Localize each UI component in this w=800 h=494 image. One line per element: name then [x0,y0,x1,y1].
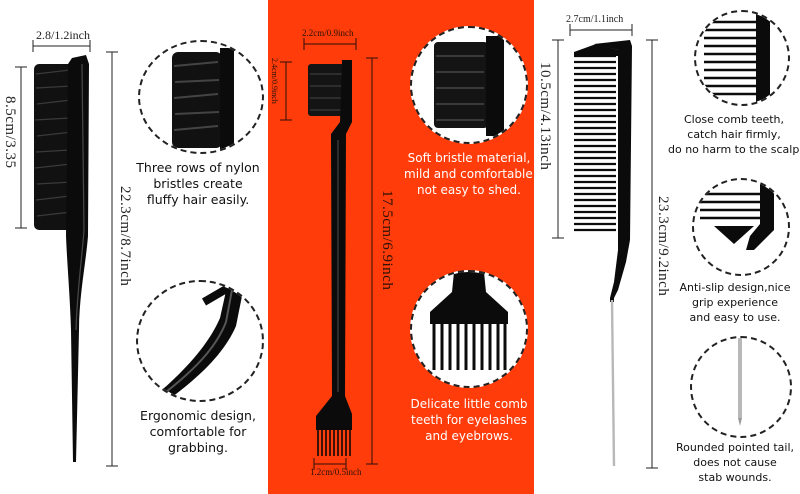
middle-panel-edge-brush: 2.2cm/0.9inch 2.4cm/0.9inch 17.5cm/6.9in… [268,0,537,494]
right-width-dimension: 2.7cm/1.1inch [566,14,624,25]
nylon-bristles [34,64,74,230]
middle-bottom-width-dimension: 1.2cm/0.5inch [310,467,362,477]
left-total-length-dimension: 22.3cm/8.7inch [117,186,133,287]
right-feature-caption-2: Anti-slip design,nice grip experience an… [679,281,791,324]
comb-spine [594,40,632,302]
bristle-closeup-image [172,48,234,152]
middle-bristle-height-dimension: 2.4cm/0.9inch [270,58,279,104]
soft-bristle-detail-circle [410,26,528,144]
dimension-lines [280,38,378,470]
left-head-height-dimension: 8.5cm/3.35 [2,96,18,169]
right-head-height-dimension: 10.5cm/4.13inch [537,62,553,171]
pointed-tail-closeup-image [738,338,742,426]
right-panel-rat-tail-comb: 2.7cm/1.1inch 10.5cm/4.13inch 23.3cm/9.2… [534,0,800,494]
left-feature-caption-2: Ergonomic design, comfortable for grabbi… [140,408,256,455]
mini-comb-closeup-image [430,272,508,370]
pointed-tail-detail-circle [690,336,792,438]
comb-teeth [574,54,616,232]
teasing-brush-illustration [15,40,118,467]
comb-teeth-detail-circle [694,10,790,106]
right-total-length-dimension: 23.3cm/9.2inch [655,196,671,297]
rat-tail-comb-illustration [552,24,658,469]
anti-slip-grip-closeup-image [700,180,774,250]
comb-pin-tail [610,299,616,467]
handle-closeup-image [150,282,244,400]
handle-detail-circle [136,280,264,402]
left-width-dimension: 2.8/1.2inch [36,28,90,42]
middle-total-length-dimension: 17.5cm/6.9inch [379,190,395,291]
middle-feature-caption-2: Delicate little comb teeth for eyelashes… [410,397,528,443]
right-feature-caption-1: Close comb teeth, catch hair firmly, do … [668,113,800,156]
left-feature-caption-1: Three rows of nylon bristles create fluf… [136,160,260,207]
eyebrow-comb-teeth [316,424,352,456]
dimension-lines [552,24,658,469]
edge-brush-bristles [308,64,344,116]
comb-top-tip [574,44,618,56]
left-panel-teasing-brush: 2.8/1.2inch 8.5cm/3.35 22.3cm/8.7inch Th… [0,0,268,494]
edge-brush-handle [316,60,352,424]
brush-handle [66,55,89,462]
mini-comb-detail-circle [410,270,528,388]
anti-slip-grip-detail-circle [692,178,790,276]
right-feature-caption-3: Rounded pointed tail, does not cause sta… [675,441,794,484]
edge-brush-illustration [280,38,378,470]
bristle-detail-circle [138,40,264,154]
comb-teeth-closeup-image [704,12,770,104]
middle-feature-caption-1: Soft bristle material, mild and comforta… [404,151,537,197]
dimension-lines [15,40,118,467]
middle-top-width-dimension: 2.2cm/0.9inch [302,28,354,38]
soft-bristle-closeup-image [434,36,504,136]
